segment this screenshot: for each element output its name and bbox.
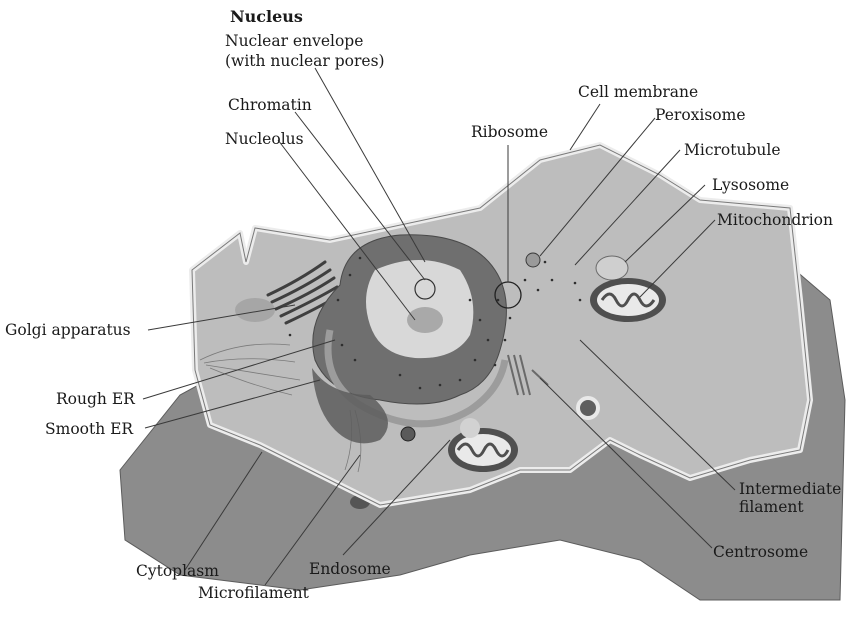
label-endosome: Endosome — [309, 560, 391, 578]
label-ribosome: Ribosome — [471, 123, 548, 141]
label-intermediate-filament-sub: filament — [739, 498, 804, 516]
label-centrosome: Centrosome — [713, 543, 808, 561]
label-microfilament: Microfilament — [198, 584, 310, 602]
label-chromatin: Chromatin — [228, 96, 312, 114]
label-smooth-er: Smooth ER — [45, 420, 134, 438]
label-nucleus: Nucleus — [230, 7, 303, 26]
label-rough-er: Rough ER — [56, 390, 136, 408]
mitochondrion — [590, 278, 666, 322]
label-nuclear-envelope-sub: (with nuclear pores) — [225, 52, 385, 70]
label-nuclear-envelope: Nuclear envelope — [225, 32, 363, 50]
endosome — [401, 427, 415, 441]
golgi-vesicle — [235, 298, 275, 322]
mitochondrion-lower — [448, 428, 518, 472]
lysosome — [596, 256, 628, 280]
label-cytoplasm: Cytoplasm — [136, 562, 219, 580]
label-nucleolus: Nucleolus — [225, 130, 304, 148]
label-lysosome: Lysosome — [712, 176, 789, 194]
peroxisome — [526, 253, 540, 267]
label-cell-membrane: Cell membrane — [578, 83, 698, 101]
label-intermediate-filament: Intermediate — [739, 480, 841, 498]
label-golgi-apparatus: Golgi apparatus — [5, 321, 131, 339]
endocytic-pit — [578, 398, 598, 418]
label-peroxisome: Peroxisome — [655, 106, 746, 124]
nucleolus — [407, 307, 443, 333]
vesicle — [460, 418, 480, 438]
label-microtubule: Microtubule — [684, 141, 781, 159]
label-mitochondrion: Mitochondrion — [717, 211, 833, 229]
